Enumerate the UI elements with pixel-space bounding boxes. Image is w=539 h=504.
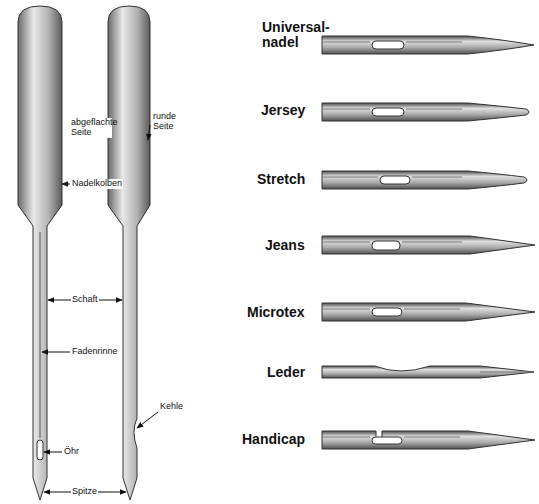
part-label: runde Seite	[152, 112, 190, 132]
part-label: abgeflachte Seite	[70, 118, 112, 138]
part-label: Öhr	[63, 447, 80, 457]
needle-type-label: Universal- nadel	[262, 20, 340, 51]
needle-type-label: Jeans	[265, 238, 305, 253]
needle-type-label: Jersey	[261, 103, 305, 118]
part-label: Nadelkolben	[71, 179, 123, 189]
needle-type-label: Leder	[267, 365, 305, 380]
part-label: Schaft	[71, 295, 99, 305]
part-label: Fadenrinne	[71, 347, 119, 357]
needle-tips	[322, 36, 535, 449]
part-label: Kehle	[159, 402, 184, 412]
needle-type-label: Stretch	[257, 172, 305, 187]
needle-side	[108, 6, 150, 500]
needle-type-label: Handicap	[242, 432, 305, 447]
leader-lines	[42, 125, 158, 492]
needle-front	[18, 6, 62, 500]
needle-type-label: Microtex	[247, 305, 305, 320]
part-label: Spitze	[71, 487, 98, 497]
